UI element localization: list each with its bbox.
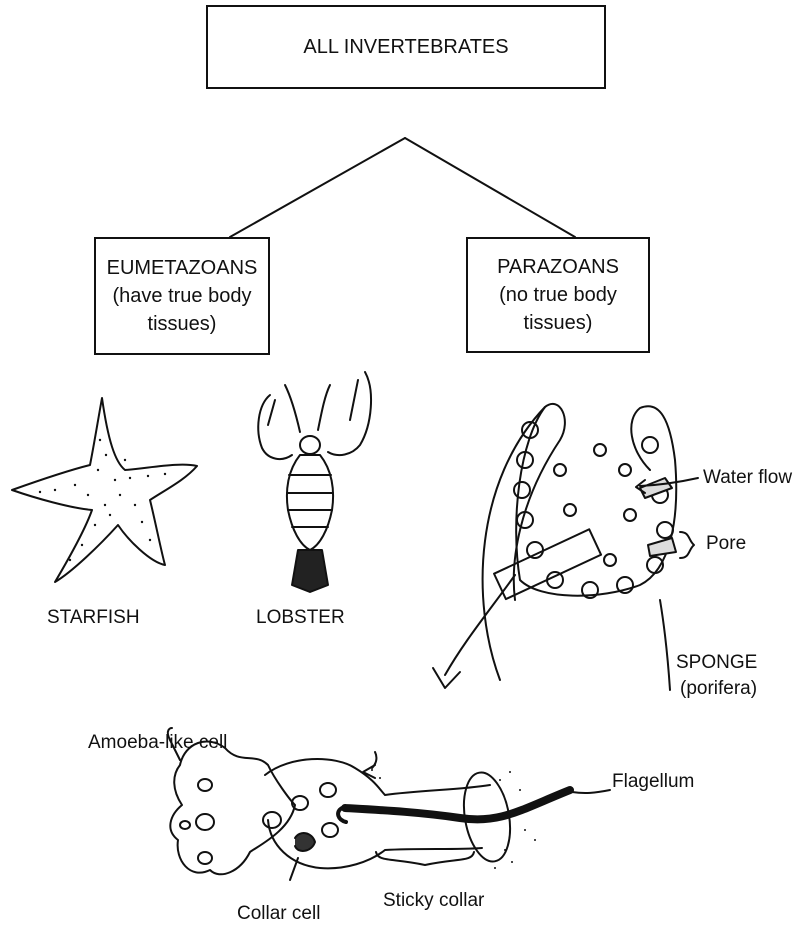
water-flow-label: Water flow: [703, 467, 792, 489]
eumetazoans-title: EUMETAZOANS: [107, 254, 258, 282]
collar-cell-label: Collar cell: [237, 903, 320, 925]
tree-connectors: [230, 138, 575, 237]
collar-cell-illustration: [168, 728, 610, 880]
starfish-illustration: [12, 398, 197, 582]
lobster-label: LOBSTER: [256, 607, 345, 629]
sponge-sublabel: (porifera): [680, 678, 757, 700]
root-label: ALL INVERTEBRATES: [303, 33, 508, 61]
parazoans-desc-2: tissues): [524, 309, 593, 337]
sponge-illustration: [433, 404, 676, 690]
starfish-label: STARFISH: [47, 607, 140, 629]
amoeba-cell-label: Amoeba-like cell: [88, 732, 227, 754]
parazoans-box: PARAZOANS (no true body tissues): [466, 237, 650, 353]
eumetazoans-desc-1: (have true body: [113, 282, 252, 310]
root-box: ALL INVERTEBRATES: [206, 5, 606, 89]
sticky-collar-label: Sticky collar: [383, 890, 484, 912]
parazoans-desc-1: (no true body: [499, 281, 617, 309]
eumetazoans-desc-2: tissues): [148, 310, 217, 338]
lobster-illustration: [258, 372, 371, 592]
parazoans-title: PARAZOANS: [497, 253, 619, 281]
sponge-label: SPONGE: [676, 652, 757, 674]
flagellum-label: Flagellum: [612, 771, 694, 793]
eumetazoans-box: EUMETAZOANS (have true body tissues): [94, 237, 270, 355]
pore-label: Pore: [706, 533, 746, 555]
